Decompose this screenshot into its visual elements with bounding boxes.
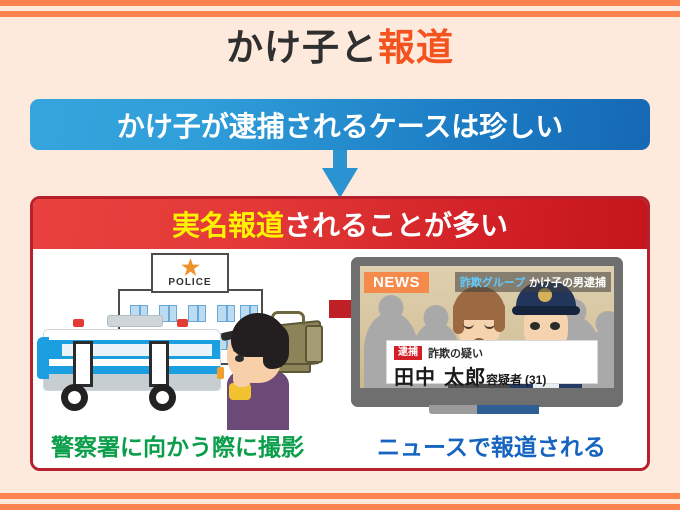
officer-cap-brim [512,306,580,315]
page-title-plain: かけ子と [226,26,378,69]
tv-screen: NEWS 詐欺グループ かけ子の男逮捕 逮捕 詐欺の疑い 田中 太郎 容疑者 [360,266,614,388]
television-set: NEWS 詐欺グループ かけ子の男逮捕 逮捕 詐欺の疑い 田中 太郎 容疑者 [351,257,623,414]
tv-stand [429,405,539,414]
suspect-hair-side [453,302,464,334]
cameraman-hair-back [263,323,289,369]
suspect-eye [463,322,474,329]
news-headline-plain: かけ子の男逮捕 [529,276,606,289]
lower-third-name-row: 田中 太郎 容疑者 (31) [394,361,590,388]
lower-third-top-row: 逮捕 詐欺の疑い [394,345,590,360]
suspect-age: (31) [524,373,547,387]
bus-warning-lamp [177,319,188,327]
panel-header-highlight: 実名報道 [171,209,284,242]
camera-viewfinder-hood [305,325,323,363]
tv-stand-accent [477,405,539,414]
cameraman-eye [235,355,244,362]
banner-rare-arrest: かけ子が逮捕されるケースは珍しい [30,99,650,150]
bottom-rule-outer [0,504,680,510]
top-rule-outer [0,0,680,6]
news-badge: NEWS [364,272,429,293]
bus-body [43,329,221,391]
building-window [188,305,206,322]
building-window [217,305,235,322]
suspect-eye [484,322,495,329]
suspect-mouth [472,338,486,346]
arrow-down-shaft [333,150,347,172]
officer-eye [530,322,540,330]
crowd-head [595,311,614,336]
page-title-highlight: 報道 [378,26,454,69]
police-bus [37,315,227,411]
bus-roof-box [107,315,163,327]
suspect-name: 田中 太郎 [394,365,486,388]
banner-blue-label: かけ子が逮捕されるケースは珍しい [116,109,564,143]
arrest-badge: 逮捕 [394,345,422,360]
panel-header-plain: されることが多い [284,209,509,242]
top-rule-inner [0,11,680,17]
cameraman-figure [205,305,330,430]
bus-indicator-light [217,367,224,379]
scene-news-broadcast: NEWS 詐欺グループ かけ子の男逮捕 逮捕 詐欺の疑い 田中 太郎 容疑者 [333,249,647,429]
panel-header-label: 実名報道されることが多い [172,204,508,244]
building-top [151,253,229,293]
cameraman-cuff [229,383,251,400]
bus-window-guard [149,341,169,387]
panel-body: POLICE [33,249,647,468]
bus-nose [37,337,49,379]
caption-left: 警察署に向かう際に撮影 [51,435,304,461]
building-window [159,305,177,322]
bus-window-row [62,344,212,356]
officer-eye [550,322,560,330]
suspect-suffix: 容疑者 [485,373,522,387]
news-lower-third: 逮捕 詐欺の疑い 田中 太郎 容疑者 (31) [386,340,598,388]
bus-warning-lamp [73,319,84,327]
news-headline-highlight: 詐欺グループ [459,276,526,289]
news-headline: 詐欺グループ かけ子の男逮捕 [454,272,611,292]
bus-stripe-lower [44,366,220,374]
bottom-rule-inner [0,493,680,499]
scene-police-station: POLICE [33,249,333,430]
arrow-down-head [322,168,358,198]
suspect-hair-side [494,302,505,332]
page-title: かけ子と報道 [0,26,680,69]
real-name-report-panel: 実名報道されることが多い POLICE [30,196,650,471]
cameraman-hand [233,365,251,387]
crowd-head [378,295,404,320]
bus-wheel [149,384,176,411]
crowd-head [423,305,449,330]
charge-label: 詐欺の疑い [428,346,483,360]
bus-wheel [61,384,88,411]
panel-header: 実名報道されることが多い [33,199,647,249]
police-sign-label: POLICE [168,277,212,288]
bus-window-guard [73,341,93,387]
arrow-down-icon [322,150,358,198]
caption-right: ニュースで報道される [377,435,606,461]
